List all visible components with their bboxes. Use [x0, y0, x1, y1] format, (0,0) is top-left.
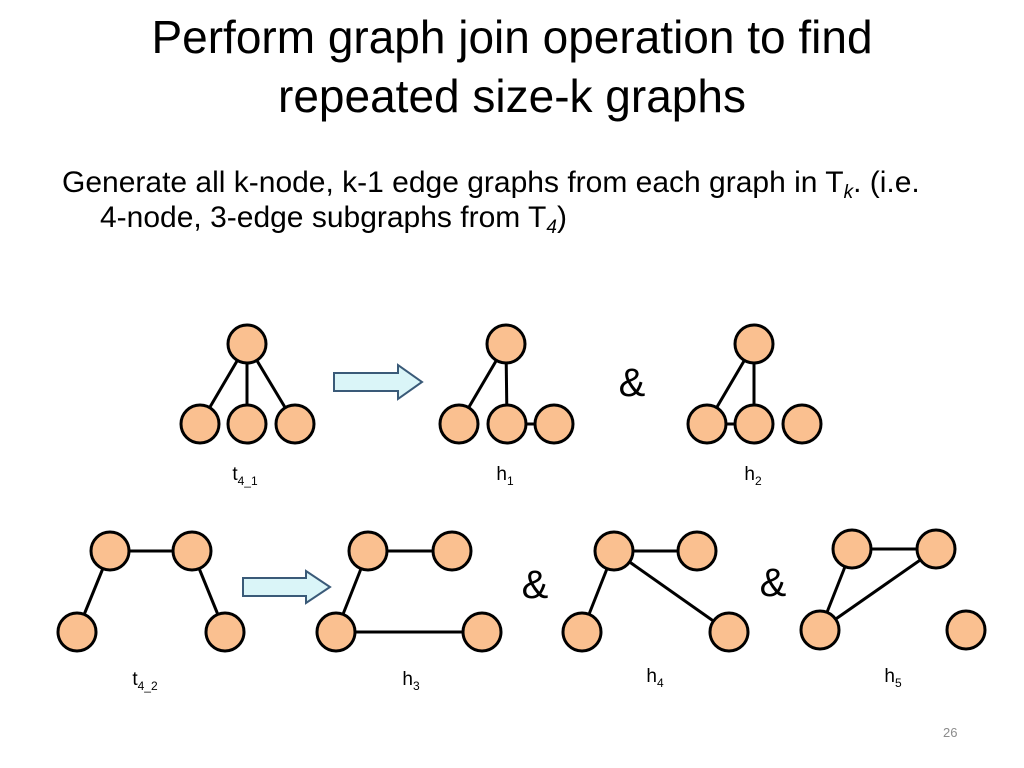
graph-edge — [705, 343, 756, 425]
graph-label-t4-2: t4_2 — [132, 669, 157, 697]
graph-edge — [75, 550, 112, 633]
graph-node — [461, 611, 503, 653]
graph-node — [56, 611, 98, 653]
graph-node — [733, 323, 775, 365]
graph-label-base: h — [646, 666, 657, 687]
graph-h5 — [799, 528, 987, 651]
graph-edge — [334, 550, 370, 633]
graph-node — [171, 530, 213, 572]
graph-label-base: h — [884, 666, 895, 687]
graph-node — [561, 611, 603, 653]
graph-label-h1: h1 — [496, 464, 513, 492]
graph-node — [431, 530, 473, 572]
graph-node — [274, 403, 316, 445]
graph-edge — [819, 547, 937, 632]
join-ampersand: & — [759, 561, 787, 605]
body-text: Generate all k-node, k-1 edge graphs fro… — [62, 166, 844, 199]
graph-node — [915, 528, 957, 570]
graph-label-base: t — [232, 464, 238, 485]
graph-node — [204, 611, 246, 653]
graph-label-subscript: 3 — [412, 679, 420, 693]
graph-label-t4-1: t4_1 — [232, 464, 257, 492]
body-text: 4-node, 3-edge subgraphs from T — [100, 201, 547, 234]
graph-label-subscript: 1 — [506, 474, 514, 488]
graph-h3 — [315, 530, 503, 653]
graph-label-base: h — [496, 464, 507, 485]
graph-label-subscript: 2 — [754, 474, 762, 488]
graph-node — [733, 403, 775, 445]
graph-node — [179, 403, 221, 445]
graph-label-subscript: 4_1 — [237, 474, 258, 488]
graph-node — [89, 530, 131, 572]
graph-node — [799, 609, 841, 651]
graph-node — [945, 609, 987, 651]
body-subscript: 4 — [546, 217, 557, 238]
graph-label-subscript: 4 — [656, 676, 664, 690]
graph-edge — [504, 343, 509, 425]
graph-node — [438, 403, 480, 445]
graph-label-h2: h2 — [744, 464, 761, 492]
graph-label-base: h — [402, 669, 413, 690]
body-text-line-2: 4-node, 3-edge subgraphs from T4) — [100, 200, 567, 245]
slide-page-number: 26 — [943, 725, 958, 740]
graph-t4-2 — [56, 530, 246, 653]
graph-label-base: h — [744, 464, 755, 485]
graph-node — [676, 530, 718, 572]
graph-edge — [818, 548, 854, 631]
graph-edge — [245, 343, 297, 425]
graph-node — [486, 403, 528, 445]
graph-node — [781, 403, 823, 445]
graph-label-h3: h3 — [402, 669, 419, 697]
graph-edge — [580, 550, 616, 633]
graph-label-base: t — [132, 669, 138, 690]
graph-edge — [190, 550, 227, 633]
graph-node — [347, 530, 389, 572]
graph-h1 — [438, 323, 575, 445]
graph-h2 — [686, 323, 823, 445]
graph-label-h5: h5 — [884, 666, 901, 694]
graph-node — [315, 611, 357, 653]
body-text: ) — [556, 201, 567, 234]
slide-title: Perform graph join operation to find rep… — [0, 8, 1024, 126]
graph-t4-1 — [179, 323, 316, 445]
graph-node — [593, 530, 635, 572]
body-subscript: k — [843, 182, 854, 203]
join-ampersand: & — [521, 563, 549, 607]
graph-edge — [457, 343, 508, 425]
transform-arrow-top — [333, 363, 424, 401]
graph-label-subscript: 5 — [894, 676, 902, 690]
graph-edge — [198, 343, 249, 425]
transform-arrow-bottom — [242, 569, 332, 605]
slide-title-line-2: repeated size-k graphs — [278, 70, 746, 122]
graph-node — [686, 403, 728, 445]
graph-label-h4: h4 — [646, 666, 663, 694]
join-ampersand: & — [618, 361, 646, 405]
graph-node — [485, 323, 527, 365]
graph-h4 — [561, 530, 750, 653]
graph-node — [831, 528, 873, 570]
graph-edge — [613, 549, 730, 634]
graph-label-subscript: 4_2 — [137, 679, 158, 693]
slide-title-line-1: Perform graph join operation to find — [151, 11, 873, 63]
graph-node — [533, 403, 575, 445]
body-text-line-1: Generate all k-node, k-1 edge graphs fro… — [62, 165, 920, 210]
graph-node — [708, 611, 750, 653]
graph-node — [226, 323, 268, 365]
body-text: . (i.e. — [853, 166, 920, 199]
graph-node — [226, 403, 268, 445]
